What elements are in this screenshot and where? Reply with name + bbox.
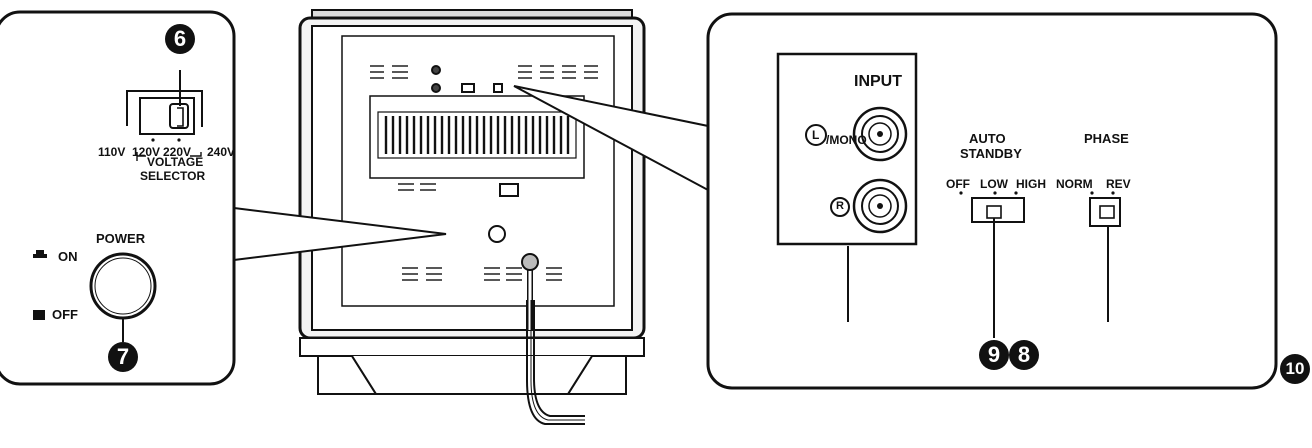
callout-wedges — [233, 85, 709, 261]
auto-standby-title-line1: AUTO — [969, 131, 1006, 146]
subwoofer-rear-view — [298, 9, 646, 425]
voltage-label: VOLTAGE — [147, 155, 204, 169]
heatsink-fins — [384, 116, 570, 154]
auto-standby-title-line2: STANDBY — [960, 146, 1022, 161]
callout-9: 9 — [979, 340, 1009, 370]
callout-7: 7 — [108, 342, 138, 372]
auto-standby-off-label: OFF — [946, 177, 970, 191]
input-title: INPUT — [854, 73, 902, 90]
voltage-220v-label: 220V — [163, 145, 192, 159]
cabinet-vents — [370, 65, 598, 281]
voltage-110v-label: 110V — [98, 145, 126, 159]
phase-title: PHASE — [1084, 131, 1129, 146]
power-title: POWER — [96, 231, 146, 246]
auto-standby-high-label: HIGH — [1016, 177, 1046, 191]
power-on-label: ON — [58, 249, 78, 264]
input-r-letter: R — [836, 200, 844, 212]
callout-8: 8 — [1009, 340, 1039, 370]
voltage-240v-label: 240V — [207, 145, 236, 159]
power-off-label: OFF — [52, 307, 78, 322]
callout-10: 10 — [1280, 354, 1310, 384]
phase-norm-label: NORM — [1056, 177, 1093, 191]
phase-rev-label: REV — [1106, 177, 1131, 191]
selector-label: SELECTOR — [140, 169, 206, 183]
input-l-mono-label: /MONO — [826, 133, 867, 147]
auto-standby-low-label: LOW — [980, 177, 1008, 191]
callout-6: 6 — [165, 24, 195, 54]
left-callout-panel — [0, 10, 236, 386]
right-callout-panel — [706, 12, 1278, 390]
voltage-120v-label: 120V — [132, 145, 161, 159]
input-l-letter: L — [812, 128, 820, 142]
